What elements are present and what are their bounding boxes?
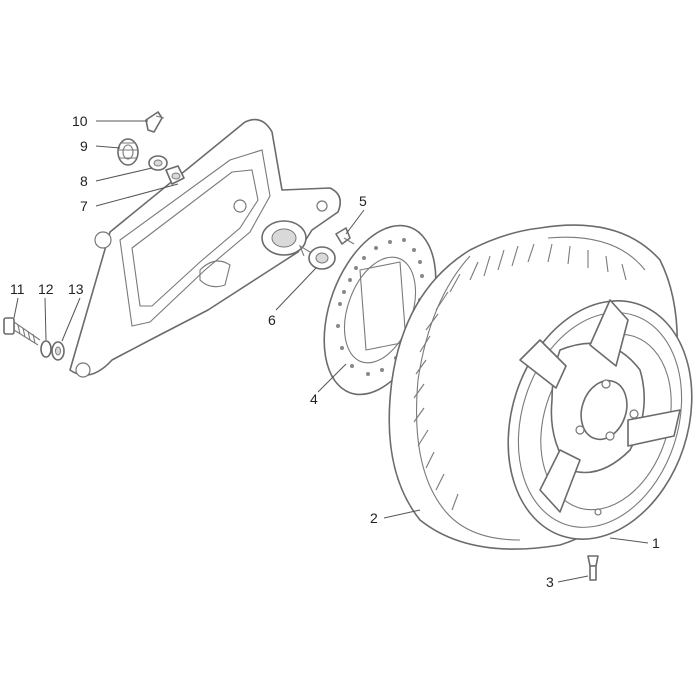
wheel-rim-part-1 [507, 299, 693, 540]
leader-1 [609, 537, 649, 544]
leader-6 [275, 267, 317, 311]
leader-4 [317, 363, 347, 393]
leader-8 [95, 167, 153, 182]
mount-hole-4 [316, 200, 328, 212]
mount-hole-2 [75, 362, 91, 378]
callout-3: 3 [546, 574, 554, 590]
leader-2 [383, 509, 421, 519]
callout-1: 1 [652, 535, 660, 551]
mount-hole-1 [94, 231, 112, 249]
leader-13 [61, 297, 81, 342]
washer-part-12 [40, 340, 52, 358]
leader-12 [44, 297, 47, 341]
rim-spoke-2 [627, 409, 681, 447]
callout-4: 4 [310, 391, 318, 407]
callout-6: 6 [268, 312, 276, 328]
clip-part-10 [145, 111, 165, 133]
leader-3 [557, 575, 589, 583]
valve-part-3 [587, 555, 599, 581]
leader-lines [13, 120, 649, 583]
callout-13: 13 [68, 281, 84, 297]
callout-9: 9 [80, 138, 88, 154]
spacer-part-6 [298, 244, 336, 270]
swing-arm-bracket [69, 118, 341, 378]
callout-11: 11 [10, 281, 25, 297]
callout-12: 12 [38, 281, 54, 297]
screw-part-5 [335, 227, 355, 245]
mount-hole-3 [233, 199, 247, 213]
rim-spoke-1 [589, 299, 629, 367]
bolt-part-11 [3, 317, 41, 346]
leader-11 [13, 297, 19, 319]
rim-spoke-3 [539, 449, 581, 513]
callout-8: 8 [80, 173, 88, 189]
leader-7 [95, 183, 179, 207]
callout-10: 10 [72, 113, 88, 129]
rim-spoke-4 [519, 339, 567, 389]
callout-2: 2 [370, 510, 378, 526]
washer-part-13 [51, 341, 65, 361]
callout-7: 7 [80, 198, 88, 214]
ring-gear-part-9 [117, 138, 139, 166]
leader-9 [95, 145, 121, 149]
bushing-part-8 [148, 155, 185, 185]
wheel-hub [580, 379, 628, 441]
leader-5 [345, 209, 365, 235]
callout-labels: 1 2 3 4 5 6 7 8 9 10 11 12 13 [10, 113, 660, 590]
callout-5: 5 [359, 193, 367, 209]
